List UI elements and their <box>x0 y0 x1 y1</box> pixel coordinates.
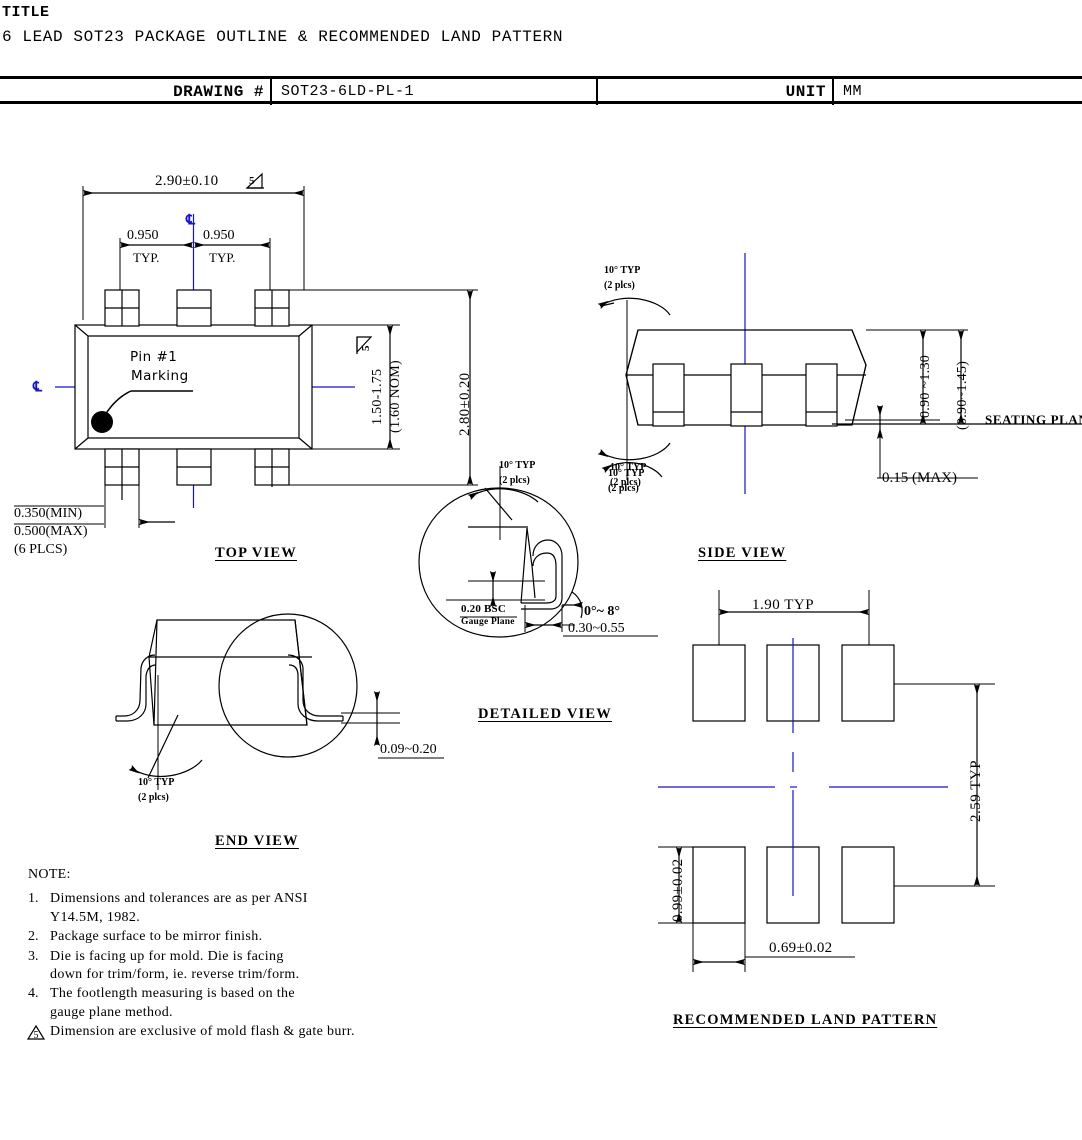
centerline-symbol-vertical: ℄ <box>186 213 195 228</box>
top-view-lead-width-min: 0.350(MIN) <box>14 506 83 521</box>
detailed-view-title: DETAILED VIEW <box>478 706 612 722</box>
top-view-width-dim: 2.90±0.10 <box>155 173 219 189</box>
land-pattern-title: RECOMMENDED LAND PATTERN <box>673 1012 938 1028</box>
detailed-view-angle-1: 10° TYP <box>499 460 536 471</box>
side-view-angle-top-2: (2 plcs) <box>604 280 635 291</box>
side-view-title: SIDE VIEW <box>698 545 787 561</box>
detailed-view-foot-length: 0.30~0.55 <box>568 621 625 636</box>
note-number: 2. <box>28 929 39 945</box>
top-view-pitch-left-typ: TYP. <box>133 250 160 265</box>
drawing-number-label: DRAWING # <box>0 79 272 105</box>
note-item: 2. Package surface to be mirror finish. <box>28 928 508 946</box>
top-view-geometry <box>14 172 478 528</box>
detailed-view-angle-right-1: 10° TYP <box>610 462 647 473</box>
notes-heading: NOTE: <box>28 867 71 882</box>
detailed-view-angle-2: (2 plcs) <box>499 475 530 486</box>
note-text: Dimensions and tolerances are as per ANS… <box>50 891 308 925</box>
gauge-plane-label: Gauge Plane <box>461 617 515 627</box>
seating-plane-label: SEATING PLANE <box>985 412 1082 427</box>
land-pattern-pad-width: 0.69±0.02 <box>769 940 833 956</box>
notes-block: NOTE: 1. Dimensions and tolerances are as… <box>26 866 508 1043</box>
detailed-view-angle-right-2: (2 plcs) <box>610 477 641 488</box>
top-view-overall-length-dim: 2.80±0.20 <box>457 372 473 436</box>
note-number: 5 <box>26 1023 50 1041</box>
note-text: Package surface to be mirror finish. <box>50 929 263 945</box>
side-view-body-height: 0.90 ~1.30 <box>918 354 933 418</box>
detailed-view-foot-angle: 0°~ 8° <box>584 604 620 619</box>
end-view-title: END VIEW <box>215 833 299 849</box>
centerline-symbol-horizontal: ℄ <box>33 380 42 395</box>
note-item: 3. Die is facing up for mold. Die is faci… <box>28 948 508 985</box>
notes-list: 1. Dimensions and tolerances are as per A… <box>26 890 508 1041</box>
title-text: 6 LEAD SOT23 PACKAGE OUTLINE & RECOMMEND… <box>2 28 564 46</box>
end-view-angle-2: (2 plcs) <box>138 792 169 803</box>
detailed-view-geometry <box>418 440 663 638</box>
top-view-pitch-right-typ: TYP. <box>209 250 236 265</box>
side-view-angle-bottom-2: (2 plcs) <box>608 483 639 494</box>
unit-label: UNIT <box>600 79 834 105</box>
side-view-overall-height: (0.90~1.45) <box>955 360 970 430</box>
land-pattern-pitch-dim: 1.90 TYP <box>752 597 815 613</box>
note-flag-5-width: 5 <box>249 175 255 187</box>
land-pattern-pad-height: 0.99±0.02 <box>670 858 686 922</box>
end-view-geometry <box>115 613 444 790</box>
note-number: 1. <box>28 891 39 907</box>
note-item: 1. Dimensions and tolerances are as per A… <box>28 890 508 927</box>
top-view-lead-width-max: 0.500(MAX) <box>14 524 88 539</box>
gauge-plane-dim: 0.20 BSC <box>461 603 506 615</box>
side-view-geometry <box>597 253 1082 494</box>
land-pattern-geometry <box>658 590 995 972</box>
top-view-body-width-dim: 1.50-1.75 <box>370 368 385 425</box>
drawing-info-table: DRAWING # SOT23-6LD-PL-1 UNIT MM <box>0 76 1082 105</box>
top-view-pitch-right: 0.950 <box>203 228 235 243</box>
note-number: 4. <box>28 986 39 1002</box>
note-item: 5 Dimension are exclusive of mold flash &… <box>26 1023 508 1041</box>
end-view-angle-1: 10° TYP <box>138 777 175 788</box>
note-flag-5-body: 5 <box>360 345 372 352</box>
title-label: TITLE <box>2 4 50 21</box>
top-view-lead-width-plcs: (6 PLCS) <box>14 542 68 557</box>
side-view-angle-bottom-1: 10° TYP <box>608 468 645 479</box>
pin1-marking-line2: Marking <box>131 368 189 384</box>
top-view-pitch-left: 0.950 <box>127 228 159 243</box>
unit-value: MM <box>843 83 863 100</box>
side-view-angle-top-1: 10° TYP <box>604 265 641 276</box>
note-text: Dimension are exclusive of mold flash & … <box>50 1024 355 1040</box>
land-pattern-span-dim: 2.59 TYP <box>968 759 984 822</box>
drawing-number-value: SOT23-6LD-PL-1 <box>274 79 598 105</box>
note-text: Die is facing up for mold. Die is facing… <box>50 948 300 983</box>
note-item: 4. The footlength measuring is based on t… <box>28 985 508 1022</box>
top-view-body-width-nom: (1.60 NOM) <box>388 360 403 433</box>
end-view-lead-thickness: 0.09~0.20 <box>380 742 437 757</box>
top-view-title: TOP VIEW <box>215 545 297 561</box>
pin1-marking-line1: Pin #1 <box>130 349 178 365</box>
svg-text:5: 5 <box>34 1030 39 1041</box>
side-view-standoff: 0.15 (MAX) <box>882 470 957 486</box>
note-text: The footlength measuring is based on the… <box>50 986 295 1020</box>
note-number: 3. <box>28 948 39 964</box>
